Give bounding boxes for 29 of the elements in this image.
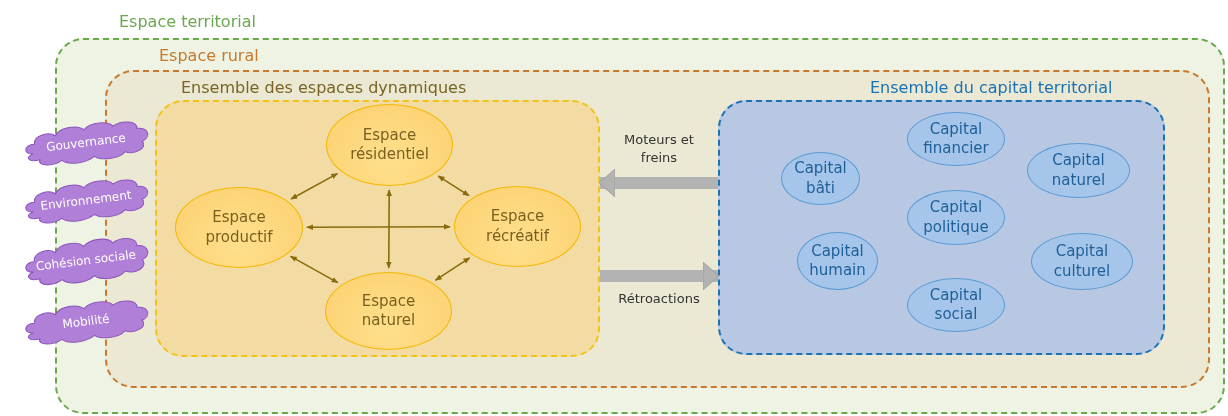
arrow: [600, 261, 720, 291]
arrow: [598, 168, 718, 198]
node-label: Capital financier: [922, 119, 990, 159]
edge-label: Rétroactions: [617, 290, 701, 308]
node-label: Espace résidentiel: [349, 125, 430, 165]
arrow: [306, 223, 451, 231]
node-label: Espace naturel: [360, 291, 417, 331]
edge-label: Moteurs et freins: [623, 131, 695, 168]
arrow: [289, 255, 339, 284]
cloud-label: Cohésion sociale: [34, 246, 138, 276]
node-label: Espace récréatif: [485, 207, 551, 246]
node-label: Espace productif: [204, 208, 274, 247]
cloud-label: Gouvernance: [44, 129, 128, 157]
arrow: [437, 175, 470, 197]
arrow: [434, 257, 471, 281]
region-heading: Ensemble du capital territorial: [870, 78, 1113, 97]
region-heading: Espace rural: [159, 46, 259, 65]
node-label: Capital humain: [808, 241, 867, 281]
node-label: Capital bâti: [793, 159, 848, 198]
node-label: Capital social: [928, 285, 984, 325]
region-heading: Espace territorial: [119, 12, 256, 31]
region-heading: Ensemble des espaces dynamiques: [181, 78, 467, 97]
node-label: Capital naturel: [1050, 151, 1107, 190]
cloud-label: Environnement: [38, 186, 134, 215]
node-label: Capital culturel: [1052, 242, 1112, 281]
node-label: Capital politique: [922, 198, 990, 237]
arrow: [290, 172, 339, 200]
arrow: [386, 189, 392, 269]
cloud-label: Mobilité: [60, 310, 112, 334]
